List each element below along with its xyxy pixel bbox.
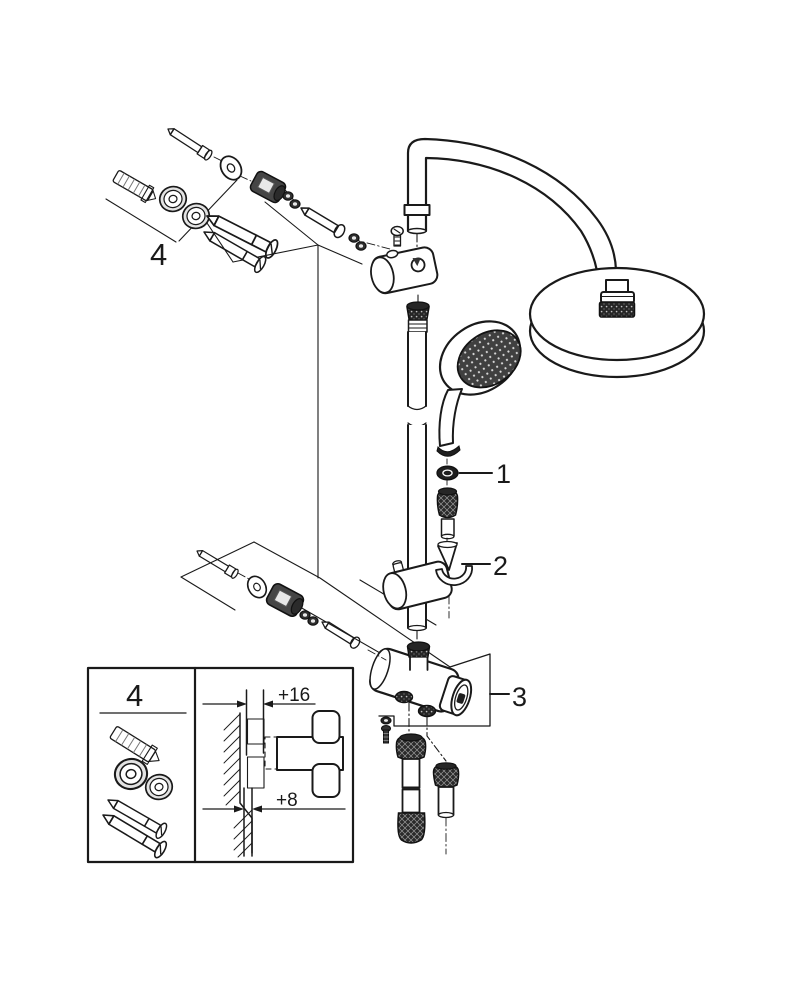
diverter-valve: 3 [369, 630, 527, 855]
head-shower-connector [598, 279, 636, 318]
rail-top-nut [406, 301, 430, 333]
callout-3-bracket [378, 653, 491, 727]
callout-1: 1 [496, 459, 511, 489]
hand-shower-handle [438, 388, 463, 447]
pipe-lines-bottom [243, 787, 253, 857]
shower-rail [407, 331, 427, 632]
shower-column [370, 137, 619, 632]
arm-coupling [403, 204, 431, 216]
seal-washer [436, 465, 459, 481]
dim-top-label: +16 [278, 685, 310, 706]
pipe-clamp-icon [247, 169, 290, 206]
wood-screw-icon [198, 223, 269, 275]
nut-icon [282, 191, 294, 201]
hanger-bolt-icon [164, 123, 214, 162]
hardware-cluster-middle [193, 546, 387, 661]
hardware-cluster-top: 4 [112, 123, 391, 275]
wall-plug-icon [112, 170, 157, 204]
shower-arm [406, 137, 619, 288]
dim-bottom-label: +8 [276, 790, 298, 811]
callout-3: 3 [512, 682, 527, 712]
wall-plug-icon [109, 726, 160, 765]
nut-icon [355, 241, 367, 251]
group4-label: 4 [150, 237, 167, 272]
hose-connector-left [395, 733, 427, 844]
machine-bolt-icon [318, 616, 363, 651]
hand-shower: 1 [436, 320, 522, 571]
hand-shower-spray-face [456, 329, 522, 389]
valve-port [417, 704, 437, 718]
hanger-bolt-icon [193, 546, 241, 580]
head-shower [528, 266, 706, 379]
flat-washer-icon [243, 572, 271, 602]
valve-port [394, 690, 414, 704]
dimension-16: +16 [202, 685, 316, 708]
callout-2: 2 [493, 551, 508, 581]
flat-washer-icon [215, 151, 247, 185]
hose-connector-right [432, 762, 460, 855]
holder-hook [435, 565, 473, 587]
wall-hatching [223, 713, 253, 858]
inset-label: 4 [126, 678, 143, 713]
nut-icon [289, 199, 301, 209]
wall-bracket [370, 246, 439, 295]
dimension-8: +8 [202, 790, 346, 813]
spacer-block [246, 756, 265, 789]
valve-screw [380, 716, 392, 744]
installation-inset: 4 [86, 666, 355, 864]
nut-icon [307, 616, 319, 626]
glide-element: 2 [382, 551, 508, 619]
nut-icon [348, 233, 360, 243]
bracket-screw [390, 225, 404, 247]
hand-shower-cone [437, 540, 458, 571]
hose-nut [436, 487, 459, 540]
spacer-block [246, 718, 265, 745]
fitting-stub-top [311, 710, 341, 744]
wall-section: +16 +8 [202, 685, 346, 858]
fitting-stub-bottom [311, 763, 341, 798]
nut-icon [299, 610, 311, 620]
valve-top-fitting [406, 641, 431, 671]
